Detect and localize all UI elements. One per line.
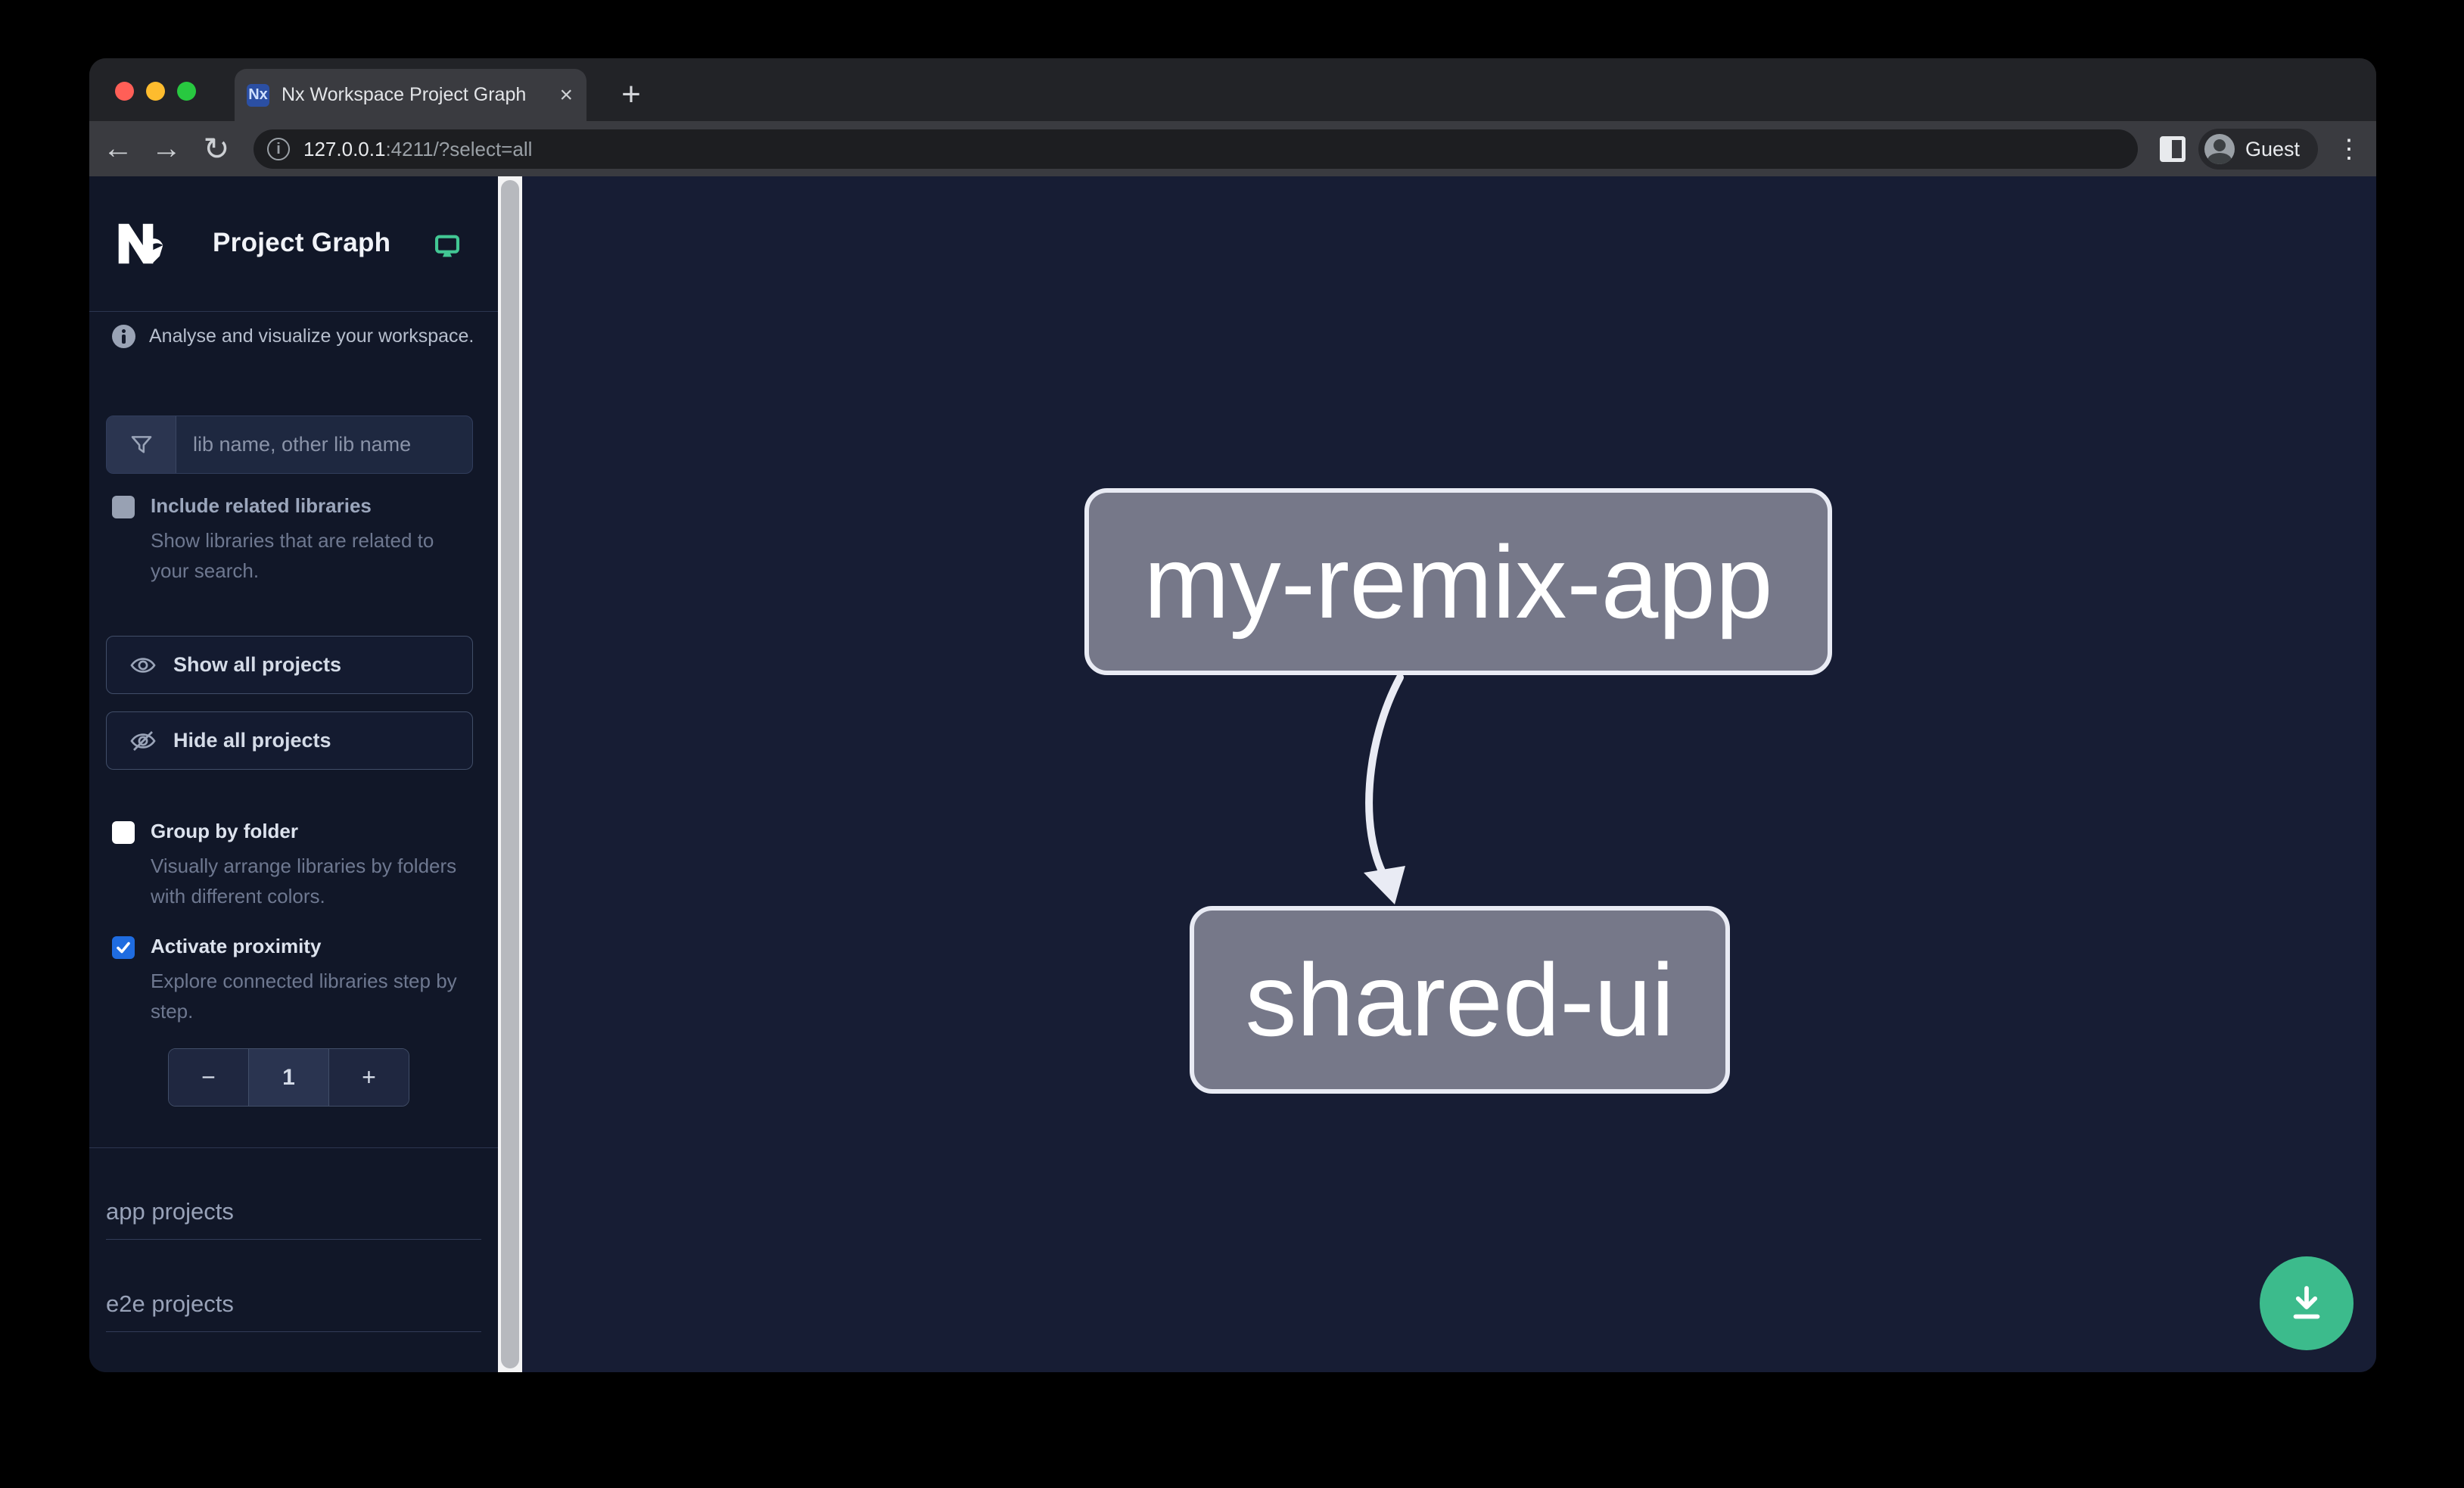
tagline-text: Analyse and visualize your workspace.: [149, 325, 474, 347]
page-content: Project Graph Analyse and visualize your…: [89, 176, 2376, 1372]
option-group-by-folder: Group by folder Visually arrange librari…: [112, 820, 483, 911]
url-text: 127.0.0.1:4211/?select=all: [303, 138, 532, 161]
search-box: [106, 416, 473, 474]
option-activate-proximity: Activate proximity Explore connected lib…: [112, 935, 483, 1026]
include-related-description: Show libraries that are related to your …: [151, 529, 434, 582]
group-by-folder-checkbox[interactable]: [112, 821, 135, 844]
app-title: Project Graph: [213, 228, 391, 257]
info-icon: [112, 325, 135, 348]
reload-icon[interactable]: ↻: [203, 131, 230, 167]
nx-logo-icon: [118, 223, 163, 264]
section-app-projects[interactable]: app projects: [106, 1198, 481, 1240]
node-label: shared-ui: [1245, 942, 1675, 1057]
stepper-value: 1: [248, 1049, 329, 1106]
tab-title: Nx Workspace Project Graph: [282, 84, 527, 105]
stepper-increment-button[interactable]: +: [329, 1049, 409, 1106]
tab-close-icon[interactable]: ×: [559, 82, 573, 107]
browser-menu-icon[interactable]: ⋮: [2336, 135, 2362, 163]
sidebar-header: Project Graph: [89, 176, 498, 312]
include-related-checkbox[interactable]: [112, 496, 135, 518]
sidebar: Project Graph Analyse and visualize your…: [89, 176, 498, 1372]
url-bar[interactable]: i 127.0.0.1:4211/?select=all: [254, 129, 2138, 169]
graph-node-my-remix-app[interactable]: my-remix-app: [1084, 488, 1832, 675]
tab-strip: Nx Nx Workspace Project Graph × +: [89, 58, 2376, 121]
eye-icon: [130, 657, 156, 673]
check-icon: [117, 942, 130, 954]
activate-proximity-checkbox[interactable]: [112, 936, 135, 959]
tagline-row: Analyse and visualize your workspace.: [112, 325, 483, 348]
forward-icon[interactable]: →: [151, 132, 182, 165]
download-image-button[interactable]: [2260, 1256, 2354, 1350]
project-graph-canvas[interactable]: my-remix-app shared-ui: [522, 176, 2376, 1372]
activate-proximity-label[interactable]: Activate proximity: [151, 935, 322, 957]
site-info-icon[interactable]: i: [267, 138, 290, 160]
hide-all-projects-button[interactable]: Hide all projects: [106, 711, 473, 770]
search-input[interactable]: [176, 416, 472, 473]
avatar-icon: [2204, 134, 2235, 164]
download-icon: [2293, 1286, 2320, 1319]
browser-window: Nx Nx Workspace Project Graph × + ← → ↻ …: [89, 58, 2376, 1372]
proximity-stepper: − 1 +: [168, 1048, 409, 1107]
close-window-button[interactable]: [115, 82, 134, 101]
stepper-decrement-button[interactable]: −: [169, 1049, 248, 1106]
url-host: 127.0.0.1: [303, 137, 386, 160]
url-path: :4211/?select=all: [385, 137, 533, 160]
profile-button[interactable]: Guest: [2198, 129, 2318, 170]
nx-favicon-icon: Nx: [247, 83, 269, 107]
graph-node-shared-ui[interactable]: shared-ui: [1190, 906, 1730, 1094]
section-e2e-projects[interactable]: e2e projects: [106, 1290, 481, 1332]
include-related-label[interactable]: Include related libraries: [151, 494, 372, 517]
show-all-projects-label: Show all projects: [173, 653, 342, 676]
side-panel-icon[interactable]: [2160, 136, 2186, 162]
window-controls: [115, 82, 206, 101]
monitor-icon[interactable]: [434, 234, 460, 260]
group-by-folder-label[interactable]: Group by folder: [151, 820, 298, 842]
node-label: my-remix-app: [1143, 524, 1773, 640]
profile-label: Guest: [2245, 137, 2301, 160]
option-include-related: Include related libraries Show libraries…: [112, 494, 483, 586]
dependency-edge: [1364, 674, 1405, 904]
hide-all-projects-label: Hide all projects: [173, 729, 331, 752]
tab-nx-workspace[interactable]: Nx Nx Workspace Project Graph ×: [235, 69, 586, 121]
browser-toolbar: ← → ↻ i 127.0.0.1:4211/?select=all Guest…: [89, 121, 2376, 176]
filter-icon: [107, 416, 176, 473]
sidebar-scrollbar[interactable]: [498, 176, 522, 1372]
group-by-folder-description: Visually arrange libraries by folders wi…: [151, 855, 457, 907]
show-all-projects-button[interactable]: Show all projects: [106, 636, 473, 694]
eye-off-icon: [130, 730, 156, 751]
edge-arrowhead-icon: [1364, 866, 1405, 904]
back-icon[interactable]: ←: [103, 132, 133, 165]
zoom-window-button[interactable]: [177, 82, 196, 101]
activate-proximity-description: Explore connected libraries step by step…: [151, 970, 457, 1023]
minimize-window-button[interactable]: [146, 82, 165, 101]
sidebar-divider: [89, 1147, 498, 1148]
new-tab-button[interactable]: +: [621, 76, 641, 113]
scrollbar-thumb[interactable]: [501, 180, 519, 1368]
